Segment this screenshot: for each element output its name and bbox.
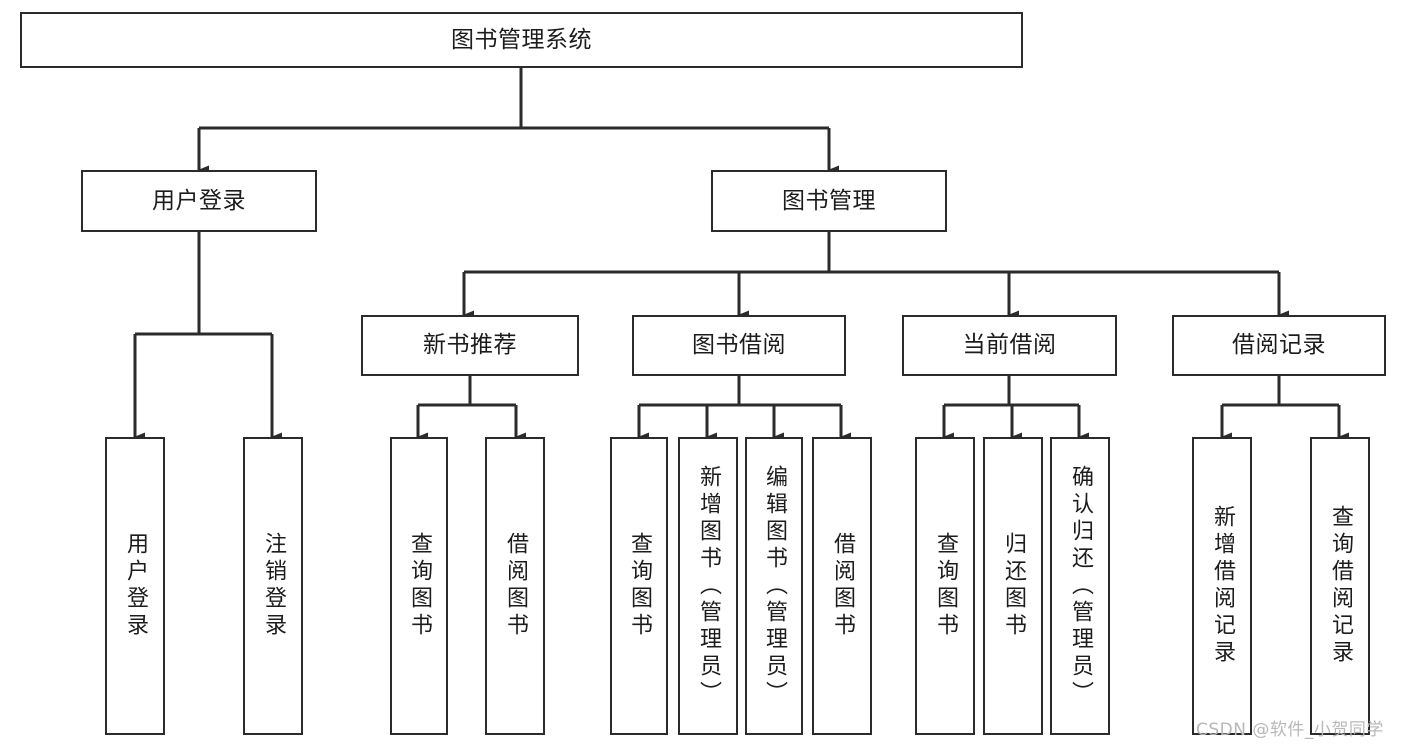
node-label-user-login: 用户登录 [152,187,246,214]
node-label-new-book-rec: 新书推荐 [423,332,517,359]
node-label-leaf-11: 确认归还（管理员） [1068,464,1093,708]
node-label-leaf-12: 新增借阅记录 [1210,505,1235,667]
node-label-current-borrow: 当前借阅 [962,332,1057,359]
node-label-leaf-13: 查询借阅记录 [1328,505,1353,667]
node-current-borrow[interactable]: 当前借阅 [902,315,1117,376]
node-leaf-7[interactable]: 编辑图书（管理员） [745,437,803,735]
node-leaf-4[interactable]: 借阅图书 [485,437,545,735]
node-label-leaf-3: 查询图书 [407,532,432,640]
node-leaf-5[interactable]: 查询图书 [610,437,668,735]
node-label-leaf-2: 注销登录 [261,532,286,640]
node-label-book-borrow: 图书借阅 [692,332,786,359]
node-label-leaf-5: 查询图书 [627,532,652,640]
node-borrow-record[interactable]: 借阅记录 [1172,315,1386,376]
node-new-book-rec[interactable]: 新书推荐 [361,315,579,376]
node-leaf-10[interactable]: 归还图书 [983,437,1043,735]
node-book-manage[interactable]: 图书管理 [711,170,947,232]
connector-group [133,68,1349,442]
node-label-leaf-7: 编辑图书（管理员） [762,464,787,708]
node-leaf-1[interactable]: 用户登录 [105,437,165,735]
node-label-leaf-6: 新增图书（管理员） [696,464,721,708]
node-label-borrow-record: 借阅记录 [1232,332,1326,359]
node-book-borrow[interactable]: 图书借阅 [632,315,846,376]
node-label-leaf-10: 归还图书 [1001,532,1026,640]
node-label-leaf-4: 借阅图书 [503,532,528,640]
node-leaf-8[interactable]: 借阅图书 [812,437,872,735]
node-leaf-11[interactable]: 确认归还（管理员） [1050,437,1110,735]
node-label-leaf-8: 借阅图书 [830,532,855,640]
node-root[interactable]: 图书管理系统 [20,12,1023,68]
node-leaf-9[interactable]: 查询图书 [915,437,975,735]
node-label-leaf-9: 查询图书 [933,532,958,640]
node-leaf-13[interactable]: 查询借阅记录 [1310,437,1370,735]
node-label-root: 图书管理系统 [451,26,592,53]
node-leaf-3[interactable]: 查询图书 [390,437,448,735]
node-user-login[interactable]: 用户登录 [81,170,317,232]
node-leaf-12[interactable]: 新增借阅记录 [1192,437,1252,735]
node-leaf-6[interactable]: 新增图书（管理员） [678,437,738,735]
node-label-book-manage: 图书管理 [782,187,876,214]
node-leaf-2[interactable]: 注销登录 [243,437,303,735]
node-label-leaf-1: 用户登录 [123,532,148,640]
